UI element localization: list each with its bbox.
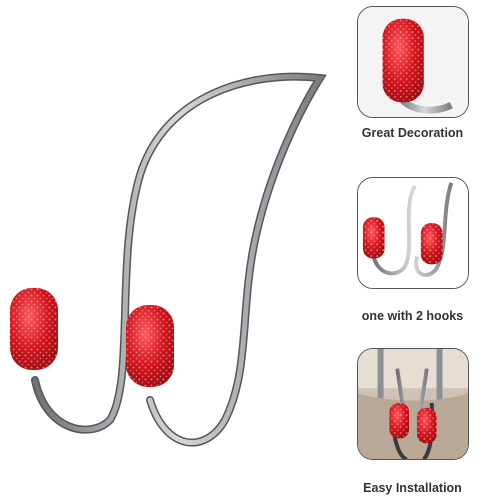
thumbnail-decoration xyxy=(357,6,469,118)
hook-wire xyxy=(31,72,327,447)
thumbnail-two-hooks xyxy=(357,177,469,289)
caption-installation: Easy Installation xyxy=(363,481,462,495)
rhinestone-tip-right xyxy=(126,305,174,387)
caption-two-hooks: one with 2 hooks xyxy=(361,309,464,323)
rhinestone-tip-left xyxy=(10,288,58,370)
caption-decoration: Great Decoration xyxy=(361,126,464,140)
thumbnail-installation xyxy=(357,348,469,460)
product-hook-image xyxy=(10,72,327,447)
